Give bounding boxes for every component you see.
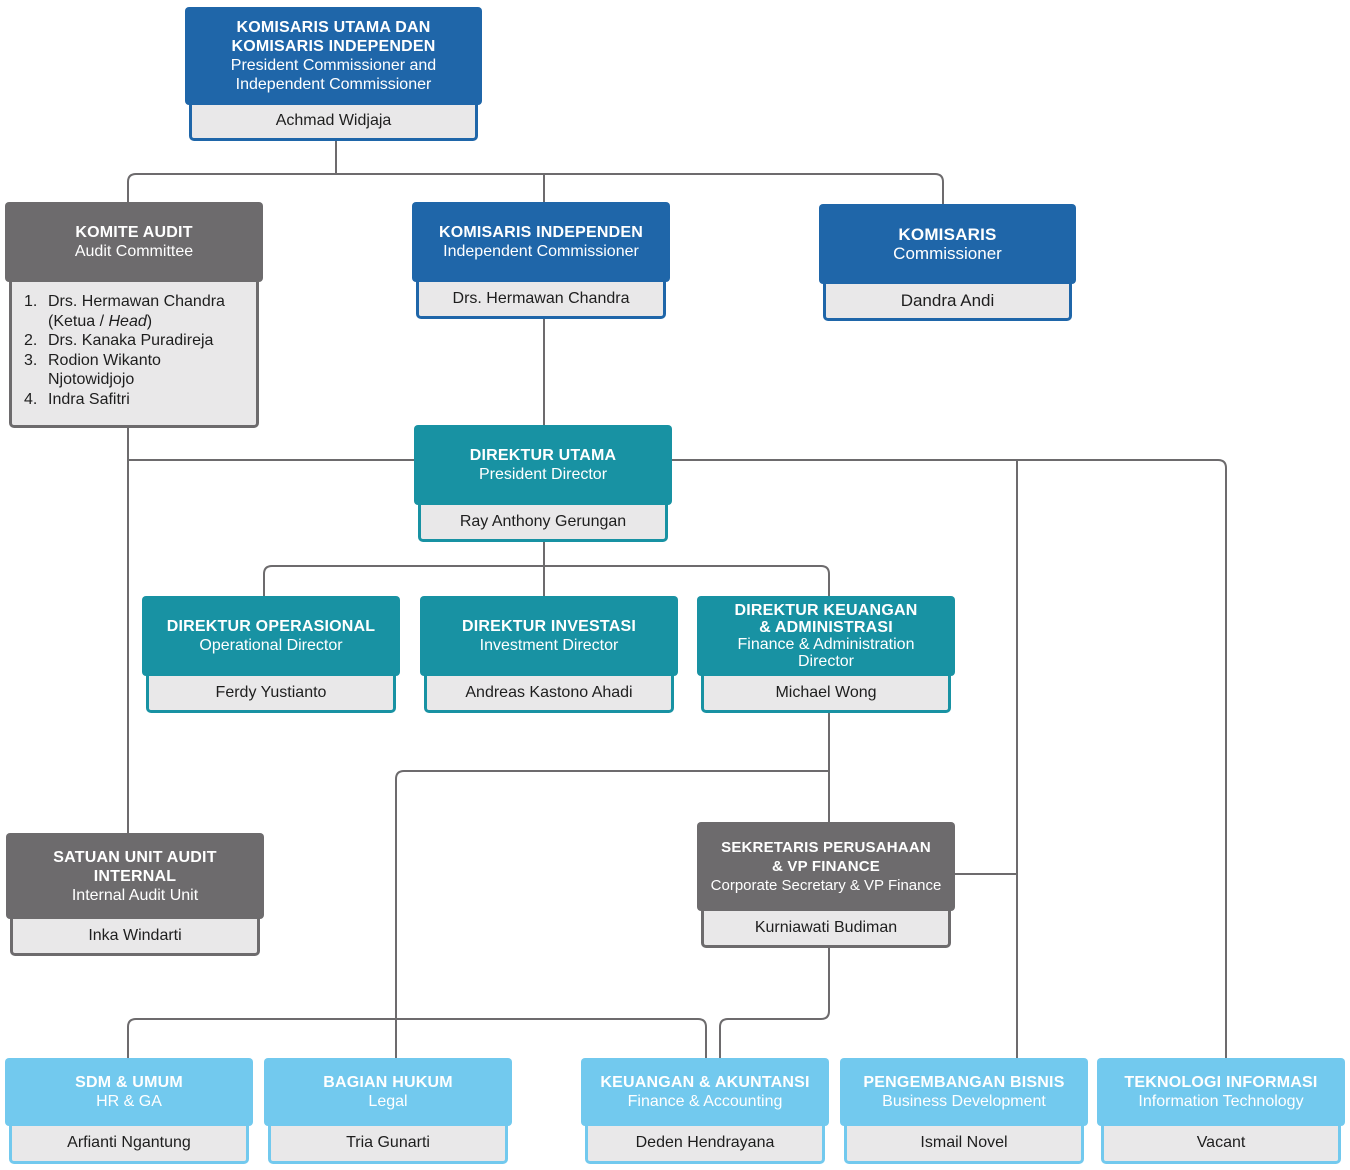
node-subtitle: Corporate Secretary & VP Finance: [710, 877, 942, 894]
node-subtitle: Legal: [368, 1093, 408, 1110]
node-title: & VP FINANCE: [772, 858, 880, 875]
node-title: SDM & UMUM: [75, 1074, 183, 1091]
list-item: 2. Drs. Kanaka Puradireja: [24, 332, 214, 349]
node-title: DIREKTUR INVESTASI: [462, 618, 636, 635]
node-audit-committee: KOMITE AUDIT Audit Committee 1. Drs. Her…: [5, 202, 263, 428]
node-corporate-secretary: SEKRETARIS PERUSAHAAN & VP FINANCE Corpo…: [697, 822, 955, 948]
node-internal-audit: SATUAN UNIT AUDIT INTERNAL Internal Audi…: [6, 833, 264, 956]
node-investment-director: DIREKTUR INVESTASI Investment Director A…: [420, 596, 678, 713]
node-subtitle: Director: [797, 653, 854, 670]
node-information-technology: TEKNOLOGI INFORMASI Information Technolo…: [1097, 1058, 1345, 1164]
node-header: SDM & UMUM HR & GA: [5, 1058, 253, 1126]
node-business-development: PENGEMBANGAN BISNIS Business Development…: [840, 1058, 1088, 1164]
node-independent-commissioner: KOMISARIS INDEPENDEN Independent Commiss…: [412, 202, 670, 319]
node-president-director: DIREKTUR UTAMA President Director Ray An…: [414, 425, 672, 542]
node-legal: BAGIAN HUKUM Legal Tria Gunarti: [264, 1058, 512, 1164]
node-title: SATUAN UNIT AUDIT: [53, 848, 217, 866]
node-header: SEKRETARIS PERUSAHAAN & VP FINANCE Corpo…: [697, 822, 955, 911]
node-name: Dandra Andi: [823, 283, 1072, 321]
node-name: Ray Anthony Gerungan: [418, 504, 668, 542]
node-title: DIREKTUR OPERASIONAL: [166, 618, 376, 635]
node-subtitle: Information Technology: [1138, 1093, 1304, 1110]
node-name: Inka Windarti: [10, 918, 260, 956]
node-finance-director: DIREKTUR KEUANGAN & ADMINISTRASI Finance…: [697, 596, 955, 713]
node-subtitle: Independent Commissioner: [443, 243, 639, 260]
node-name: Deden Hendrayana: [585, 1124, 825, 1164]
node-name: Achmad Widjaja: [189, 103, 478, 141]
node-title: PENGEMBANGAN BISNIS: [863, 1074, 1065, 1091]
node-header: DIREKTUR KEUANGAN & ADMINISTRASI Finance…: [697, 596, 955, 676]
node-title: KOMISARIS UTAMA DAN: [236, 19, 431, 36]
node-header: TEKNOLOGI INFORMASI Information Technolo…: [1097, 1058, 1345, 1126]
connector-audit-line: [127, 426, 415, 836]
node-subtitle: Commissioner: [893, 244, 1002, 263]
node-subtitle: Investment Director: [479, 637, 619, 654]
node-subtitle: Audit Committee: [74, 243, 194, 260]
node-header: SATUAN UNIT AUDIT INTERNAL Internal Audi…: [6, 833, 264, 919]
node-header: KOMISARIS Commissioner: [819, 204, 1076, 284]
node-finance-accounting: KEUANGAN & AKUNTANSI Finance & Accountin…: [581, 1058, 829, 1164]
node-header: DIREKTUR UTAMA President Director: [414, 425, 672, 505]
node-name: Ismail Novel: [844, 1124, 1084, 1164]
node-header: BAGIAN HUKUM Legal: [264, 1058, 512, 1126]
node-subtitle: Business Development: [882, 1093, 1046, 1110]
node-header: PENGEMBANGAN BISNIS Business Development: [840, 1058, 1088, 1126]
node-name: Vacant: [1101, 1124, 1341, 1164]
node-subtitle: Independent Commissioner: [235, 76, 432, 93]
node-title: KOMISARIS: [898, 225, 997, 244]
node-title: KOMISARIS INDEPENDEN: [231, 38, 436, 55]
node-title: KOMISARIS INDEPENDEN: [438, 224, 644, 241]
node-title: BAGIAN HUKUM: [323, 1074, 453, 1091]
node-name: Tria Gunarti: [268, 1124, 508, 1164]
node-header: DIREKTUR OPERASIONAL Operational Directo…: [142, 596, 400, 676]
node-name: Ferdy Yustianto: [146, 675, 396, 713]
node-subtitle: President Commissioner and: [230, 57, 437, 74]
list-item: 1. Drs. Hermawan Chandra(Ketua / Head): [24, 293, 225, 330]
node-name: Andreas Kastono Ahadi: [424, 675, 674, 713]
node-subtitle: President Director: [478, 466, 608, 483]
connector-directors: [263, 540, 830, 598]
connector-board: [127, 140, 944, 206]
node-subtitle: Finance & Administration: [737, 636, 915, 653]
node-title: SEKRETARIS PERUSAHAAN: [721, 839, 931, 856]
list-item: 4. Indra Safitri: [24, 390, 130, 408]
node-header: DIREKTUR INVESTASI Investment Director: [420, 596, 678, 676]
node-header: KEUANGAN & AKUNTANSI Finance & Accountin…: [581, 1058, 829, 1126]
node-president-commissioner: KOMISARIS UTAMA DAN KOMISARIS INDEPENDEN…: [185, 7, 482, 141]
node-operational-director: DIREKTUR OPERASIONAL Operational Directo…: [142, 596, 400, 713]
node-subtitle: HR & GA: [96, 1093, 162, 1110]
node-name: Arfianti Ngantung: [9, 1124, 249, 1164]
node-subtitle: Finance & Accounting: [627, 1093, 783, 1110]
connector-finance: [395, 712, 830, 1060]
node-header: KOMISARIS UTAMA DAN KOMISARIS INDEPENDEN…: [185, 7, 482, 105]
node-title: KEUANGAN & AKUNTANSI: [600, 1074, 810, 1091]
node-title: TEKNOLOGI INFORMASI: [1124, 1074, 1318, 1091]
node-name: Michael Wong: [701, 675, 951, 713]
node-title: & ADMINISTRASI: [759, 619, 893, 636]
node-name: Drs. Hermawan Chandra: [416, 281, 666, 319]
node-title: DIREKTUR UTAMA: [469, 447, 617, 464]
node-hr-ga: SDM & UMUM HR & GA Arfianti Ngantung: [5, 1058, 253, 1164]
node-subtitle: Operational Director: [199, 637, 343, 654]
node-subtitle: Internal Audit Unit: [71, 886, 199, 904]
node-header: KOMISARIS INDEPENDEN Independent Commiss…: [412, 202, 670, 282]
node-title: KOMITE AUDIT: [75, 224, 193, 241]
node-title: INTERNAL: [93, 867, 177, 885]
node-header: KOMITE AUDIT Audit Committee: [5, 202, 263, 282]
member-list: 1. Drs. Hermawan Chandra(Ketua / Head) 2…: [9, 282, 259, 428]
node-title: DIREKTUR KEUANGAN: [734, 602, 918, 619]
node-commissioner: KOMISARIS Commissioner Dandra Andi: [819, 204, 1076, 321]
connector-director-right: [670, 459, 1227, 1060]
connector-departments: [127, 946, 830, 1060]
node-name: Kurniawati Budiman: [701, 910, 951, 948]
